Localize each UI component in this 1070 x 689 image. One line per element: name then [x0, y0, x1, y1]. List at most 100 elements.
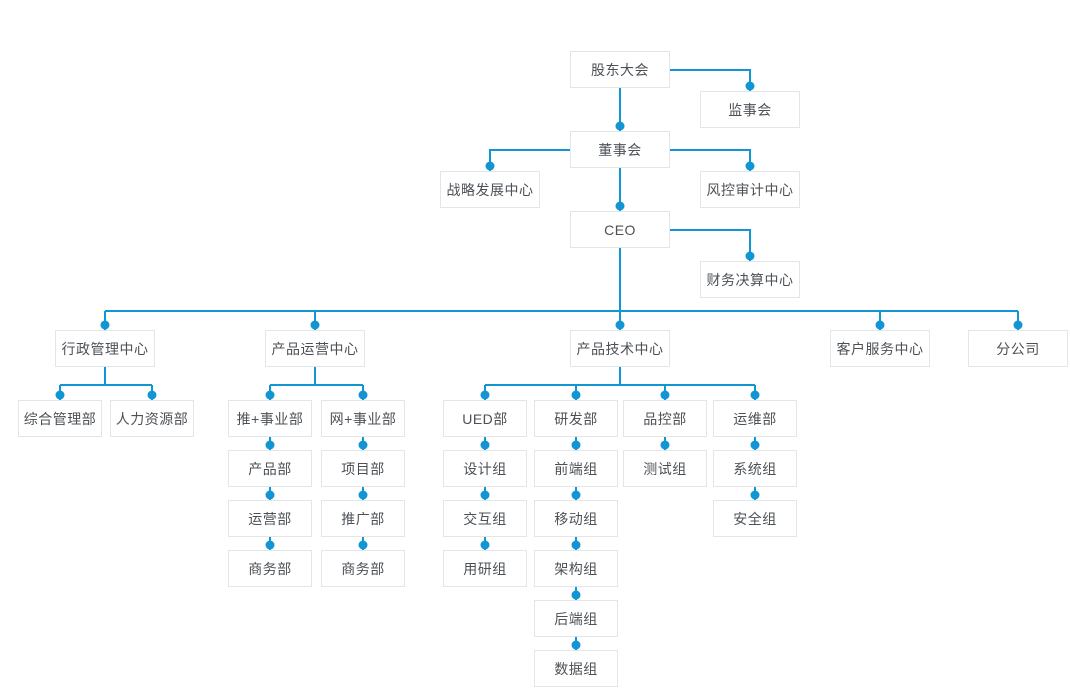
connector-dot	[480, 540, 490, 550]
org-node-label: 财务决算中心	[706, 271, 794, 288]
connector-dot	[571, 640, 581, 650]
connector-dot	[358, 490, 368, 500]
org-node-label: 推广部	[341, 510, 385, 527]
org-node-finance-center: 财务决算中心	[700, 261, 800, 298]
connector-dot	[485, 161, 495, 171]
connector-dot	[615, 121, 625, 131]
org-node-label: 架构组	[554, 560, 598, 577]
org-node-tui-business-dept: 推+事业部	[228, 400, 312, 437]
connector-dot	[745, 81, 755, 91]
connector-dot	[615, 320, 625, 330]
connector-dot	[265, 490, 275, 500]
org-node-label: 设计组	[463, 460, 507, 477]
connector-dot	[480, 390, 490, 400]
connector-line	[670, 229, 751, 261]
org-node-label: 分公司	[996, 340, 1040, 357]
org-node-general-admin-dept: 综合管理部	[18, 400, 102, 437]
org-node-rd-dept: 研发部	[534, 400, 618, 437]
connector-dot	[750, 490, 760, 500]
org-node-operation-dept: 运营部	[228, 500, 312, 537]
org-node-label: 系统组	[733, 460, 777, 477]
org-node-business-dept-2: 商务部	[321, 550, 405, 587]
connector-dot	[358, 390, 368, 400]
connector-dot	[147, 390, 157, 400]
org-node-admin-center: 行政管理中心	[55, 330, 155, 367]
org-node-security-group: 安全组	[713, 500, 797, 537]
org-node-backend-group: 后端组	[534, 600, 618, 637]
connector-dot	[571, 590, 581, 600]
org-node-shareholders-meeting: 股东大会	[570, 51, 670, 88]
connector-dot	[358, 540, 368, 550]
org-node-frontend-group: 前端组	[534, 450, 618, 487]
org-node-product-operation-center: 产品运营中心	[265, 330, 365, 367]
org-node-label: 品控部	[643, 410, 687, 427]
org-node-test-group: 测试组	[623, 450, 707, 487]
org-node-label: 行政管理中心	[61, 340, 149, 357]
connector-dot	[660, 440, 670, 450]
connector-dot	[100, 320, 110, 330]
org-node-product-tech-center: 产品技术中心	[570, 330, 670, 367]
org-node-label: 移动组	[554, 510, 598, 527]
org-node-strategy-center: 战略发展中心	[440, 171, 540, 208]
connector-dot	[571, 490, 581, 500]
org-node-label: 股东大会	[591, 61, 649, 78]
org-node-wang-business-dept: 网+事业部	[321, 400, 405, 437]
connector-dot	[571, 540, 581, 550]
org-node-label: 运营部	[248, 510, 292, 527]
connector-dot	[480, 490, 490, 500]
org-node-label: 战略发展中心	[446, 181, 534, 198]
org-node-label: 后端组	[554, 610, 598, 627]
connector-dot	[615, 201, 625, 211]
org-node-label: 测试组	[643, 460, 687, 477]
org-node-label: 研发部	[554, 410, 598, 427]
connector-dot	[750, 390, 760, 400]
org-node-product-dept: 产品部	[228, 450, 312, 487]
connector-dot	[55, 390, 65, 400]
connector-dot	[265, 540, 275, 550]
org-node-label: 客户服务中心	[836, 340, 924, 357]
org-node-label: 商务部	[248, 560, 292, 577]
org-node-ued-dept: UED部	[443, 400, 527, 437]
connector-dot	[745, 251, 755, 261]
org-node-label: UED部	[462, 410, 508, 427]
org-node-label: 风控审计中心	[706, 181, 794, 198]
org-node-label: 综合管理部	[23, 410, 97, 427]
connector-dot	[745, 161, 755, 171]
connector-dot	[265, 440, 275, 450]
org-node-label: 产品部	[248, 460, 292, 477]
org-node-user-research-group: 用研组	[443, 550, 527, 587]
org-node-label: 交互组	[463, 510, 507, 527]
org-node-risk-audit-center: 风控审计中心	[700, 171, 800, 208]
org-node-customer-service-center: 客户服务中心	[830, 330, 930, 367]
org-node-promotion-dept: 推广部	[321, 500, 405, 537]
connector-dot	[571, 390, 581, 400]
connector-dot	[1013, 320, 1023, 330]
org-node-branch-company: 分公司	[968, 330, 1068, 367]
org-node-interaction-group: 交互组	[443, 500, 527, 537]
org-node-qc-dept: 品控部	[623, 400, 707, 437]
org-node-business-dept-1: 商务部	[228, 550, 312, 587]
org-node-mobile-group: 移动组	[534, 500, 618, 537]
org-node-label: 数据组	[554, 660, 598, 677]
org-node-label: 董事会	[598, 141, 642, 158]
org-node-ceo: CEO	[570, 211, 670, 248]
org-node-design-group: 设计组	[443, 450, 527, 487]
org-node-label: 网+事业部	[329, 410, 397, 427]
org-node-label: 用研组	[463, 560, 507, 577]
org-node-label: 商务部	[341, 560, 385, 577]
connector-dot	[480, 440, 490, 450]
org-node-label: 运维部	[733, 410, 777, 427]
org-node-label: CEO	[604, 221, 636, 238]
connector-dot	[265, 390, 275, 400]
org-node-label: 项目部	[341, 460, 385, 477]
connector-dot	[750, 440, 760, 450]
connector-dot	[571, 440, 581, 450]
org-node-system-group: 系统组	[713, 450, 797, 487]
org-node-label: 产品技术中心	[576, 340, 664, 357]
connector-dot	[660, 390, 670, 400]
org-node-ops-dept: 运维部	[713, 400, 797, 437]
org-node-architecture-group: 架构组	[534, 550, 618, 587]
org-node-hr-dept: 人力资源部	[110, 400, 194, 437]
